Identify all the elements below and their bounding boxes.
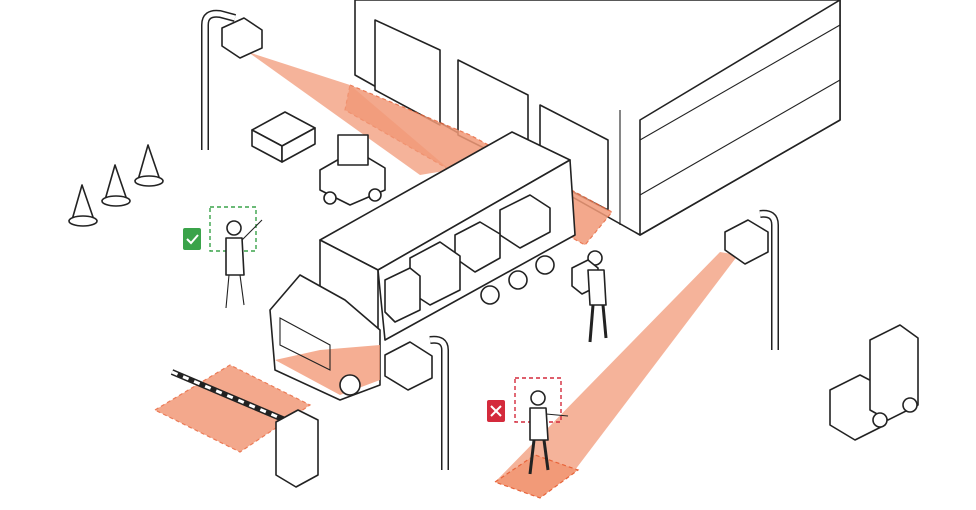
worker-approved [225, 219, 263, 309]
truck [269, 131, 576, 401]
security-camera-3 [384, 335, 449, 470]
gate-zone [153, 364, 312, 453]
checkpoint-zone [493, 454, 580, 499]
check-icon [186, 234, 199, 245]
camera-icon [221, 17, 263, 59]
pallet-stack-1 [251, 111, 316, 163]
x-icon [490, 405, 502, 417]
forklift-1 [319, 134, 386, 206]
camera-2-beam [495, 252, 738, 482]
barrier-gate [170, 369, 319, 488]
traffic-cones [68, 144, 164, 227]
camera-1-beam [248, 52, 450, 175]
access-approved-badge [183, 228, 201, 250]
security-camera-2 [724, 209, 779, 350]
worker-carrying-box [571, 250, 608, 343]
warehouse-side-wall [639, 0, 841, 236]
security-camera-1 [201, 9, 263, 150]
camera-icon [724, 219, 769, 265]
forklift-2 [829, 324, 919, 441]
worker-denied [528, 390, 569, 475]
